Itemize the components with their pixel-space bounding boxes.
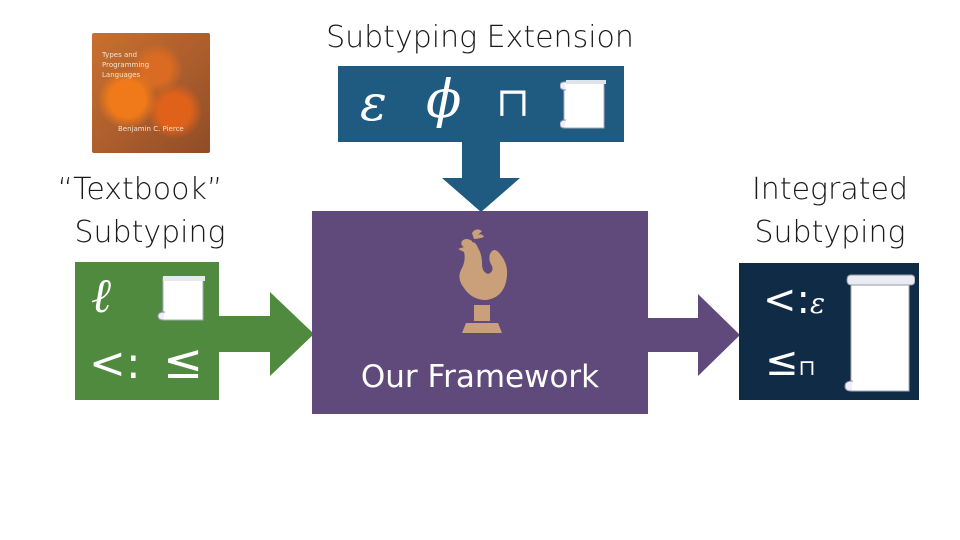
- framework-label: Our Framework: [360, 359, 600, 395]
- integrated-label-line1: Integrated: [751, 172, 909, 207]
- book-cover-image: Types and Programming Languages Benjamin…: [92, 33, 210, 153]
- textbook-box: ℓ <: ≤: [75, 262, 219, 400]
- phi-symbol: ϕ: [426, 70, 462, 130]
- book-title-line: Languages: [102, 71, 141, 79]
- leq-symbol: ≤: [765, 339, 799, 385]
- meet-subscript: ⊓: [798, 356, 816, 381]
- textbook-label-line1: “Textbook”: [57, 172, 223, 207]
- subtype-epsilon-symbol: <:ε: [763, 277, 825, 323]
- textbook-label-line2: Subtyping: [74, 215, 226, 250]
- rooster-icon: [458, 229, 508, 333]
- book-title-line: Programming: [102, 61, 150, 69]
- integrated-label-line2: Subtyping: [754, 215, 906, 250]
- scroll-icon: [157, 276, 205, 321]
- label-symbol: ℓ: [91, 268, 111, 324]
- right-arrow-framework: [646, 294, 740, 376]
- down-arrow: [442, 140, 520, 212]
- book-author: Benjamin C. Pierce: [118, 125, 184, 133]
- scroll-icon: [560, 80, 606, 129]
- scroll-icon: [844, 274, 915, 392]
- right-arrow-textbook: [216, 292, 314, 376]
- meet-symbol: ⊓: [496, 80, 530, 126]
- book-title-line: Types and: [102, 51, 138, 59]
- epsilon-symbol: ε: [360, 74, 387, 132]
- leq-meet-symbol: ≤⊓: [765, 339, 816, 385]
- extension-label: Subtyping Extension: [326, 20, 634, 55]
- extension-box: ε ϕ ⊓: [338, 66, 624, 142]
- integrated-box: <:ε ≤⊓: [739, 263, 919, 400]
- subtype-symbol: <:: [89, 338, 141, 389]
- epsilon-subscript: ε: [810, 287, 826, 320]
- subtype-symbol: <:: [763, 277, 810, 323]
- framework-box: Our Framework: [312, 211, 648, 414]
- leq-symbol: ≤: [163, 334, 204, 390]
